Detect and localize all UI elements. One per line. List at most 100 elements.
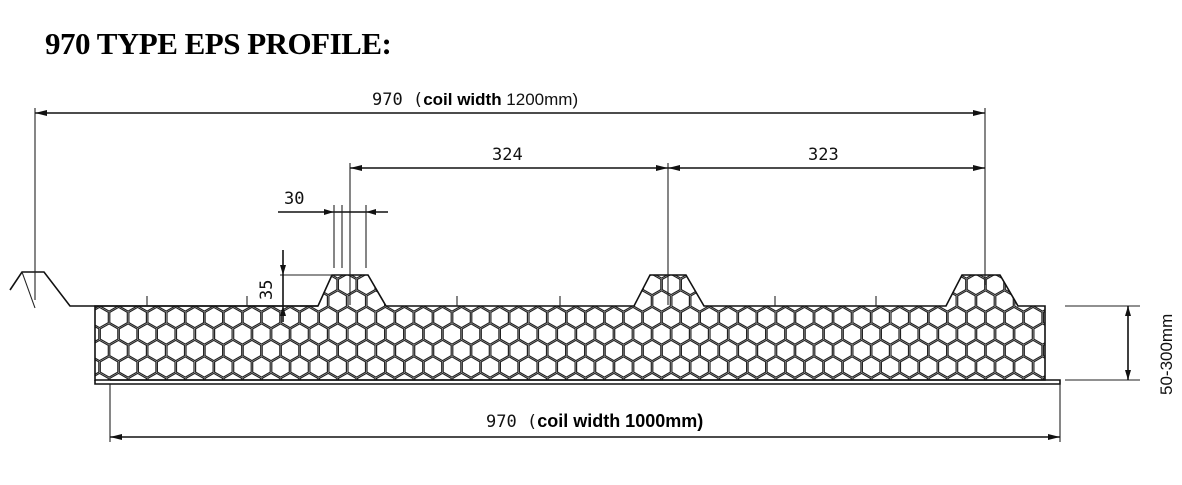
foam-cell [652, 323, 671, 345]
foam-cell [566, 372, 586, 380]
foam-cell [175, 275, 195, 279]
foam-cell [823, 290, 843, 312]
foam-cell [480, 356, 500, 378]
foam-cell [909, 306, 929, 329]
foam-cell [385, 323, 405, 345]
foam-cell [957, 323, 976, 345]
foam-cell [509, 275, 529, 296]
foam-cell [423, 290, 443, 312]
foam-cell [756, 372, 776, 380]
foam-cell [776, 339, 795, 362]
foam-cell [909, 275, 929, 296]
foam-cell [718, 275, 738, 296]
foam-cell [414, 339, 433, 362]
foam-cell [680, 339, 700, 362]
foam-cell [566, 306, 586, 329]
foam-cell [795, 339, 814, 362]
foam-cell [585, 339, 605, 362]
foam-cell [728, 356, 748, 378]
foam-cell [842, 290, 862, 312]
foam-cell [928, 306, 948, 329]
foam-cell [347, 356, 367, 378]
foam-cell [1023, 275, 1043, 296]
foam-cell [566, 275, 586, 296]
foam-cell [1033, 275, 1045, 279]
foam-cell [995, 323, 1014, 345]
foam-cell [414, 275, 433, 296]
foam-cell [928, 372, 948, 380]
foam-cell [252, 323, 271, 345]
foam-cell [947, 339, 967, 362]
foam-cell [709, 323, 729, 345]
foam-cell [566, 339, 586, 362]
foam-cell [899, 356, 919, 378]
foam-cell [395, 306, 414, 329]
foam-cell [795, 306, 814, 329]
foam-cell [214, 356, 233, 378]
foam-cell [966, 339, 986, 362]
foam-cell [214, 323, 233, 345]
foam-cell [966, 306, 986, 329]
foam-cell [709, 275, 729, 279]
foam-cell [204, 372, 224, 380]
pitch-323-label: 323 [808, 145, 839, 165]
foam-cell [95, 356, 100, 378]
foam-cell [909, 372, 929, 380]
foam-cell [376, 306, 395, 329]
foam-cell [223, 306, 243, 329]
foam-cell [899, 290, 919, 312]
foam-cell [728, 275, 748, 279]
foam-cell [471, 306, 490, 329]
foam-cell [1042, 275, 1045, 296]
foam-cell [995, 356, 1014, 378]
foam-cell [509, 306, 529, 329]
foam-cell [128, 306, 147, 329]
foam-cell [871, 372, 891, 380]
foam-cell [985, 339, 1005, 362]
foam-cell [461, 275, 481, 279]
foam-cell [595, 275, 614, 279]
foam-cell [1042, 306, 1045, 329]
foam-cell [499, 275, 519, 279]
foam-cell [499, 356, 519, 378]
foam-cell [433, 275, 452, 296]
foam-cell [1014, 323, 1033, 345]
eps-core-outline [94, 274, 1046, 381]
foam-cell [804, 275, 824, 279]
foam-cell [109, 339, 128, 362]
foam-cell [318, 306, 338, 329]
foam-cell [385, 290, 405, 312]
foam-cell [156, 323, 176, 345]
foam-cell [204, 339, 224, 362]
foam-cell [614, 275, 633, 279]
foam-cell [175, 290, 195, 312]
foam-cell [518, 356, 538, 378]
foam-cell [890, 339, 910, 362]
foam-cell [480, 275, 500, 279]
foam-cell [776, 306, 795, 329]
foam-cell [299, 372, 319, 380]
foam-cell [452, 306, 471, 329]
foam-cell [995, 290, 1014, 312]
foam-cell [480, 323, 500, 345]
foam-cell [985, 372, 1005, 380]
foam-cell [337, 275, 357, 296]
foam-cell [214, 290, 233, 312]
foam-cell [766, 275, 786, 279]
foam-cell [585, 275, 605, 296]
foam-cell [671, 356, 691, 378]
foam-cell [233, 356, 252, 378]
foam-cell [709, 290, 729, 312]
foam-cell [756, 306, 776, 329]
foam-cell [137, 275, 157, 279]
foam-cell [937, 275, 957, 279]
top-width-label: 970 (coil width 1200mm) [372, 90, 578, 110]
foam-cell [309, 323, 328, 345]
top-steel-sheet-inner [21, 271, 36, 309]
foam-cell [833, 372, 852, 380]
foam-cell [423, 323, 443, 345]
foam-cell [661, 306, 681, 329]
foam-cell [623, 275, 643, 296]
foam-cell [671, 323, 691, 345]
foam-cell [442, 275, 462, 279]
